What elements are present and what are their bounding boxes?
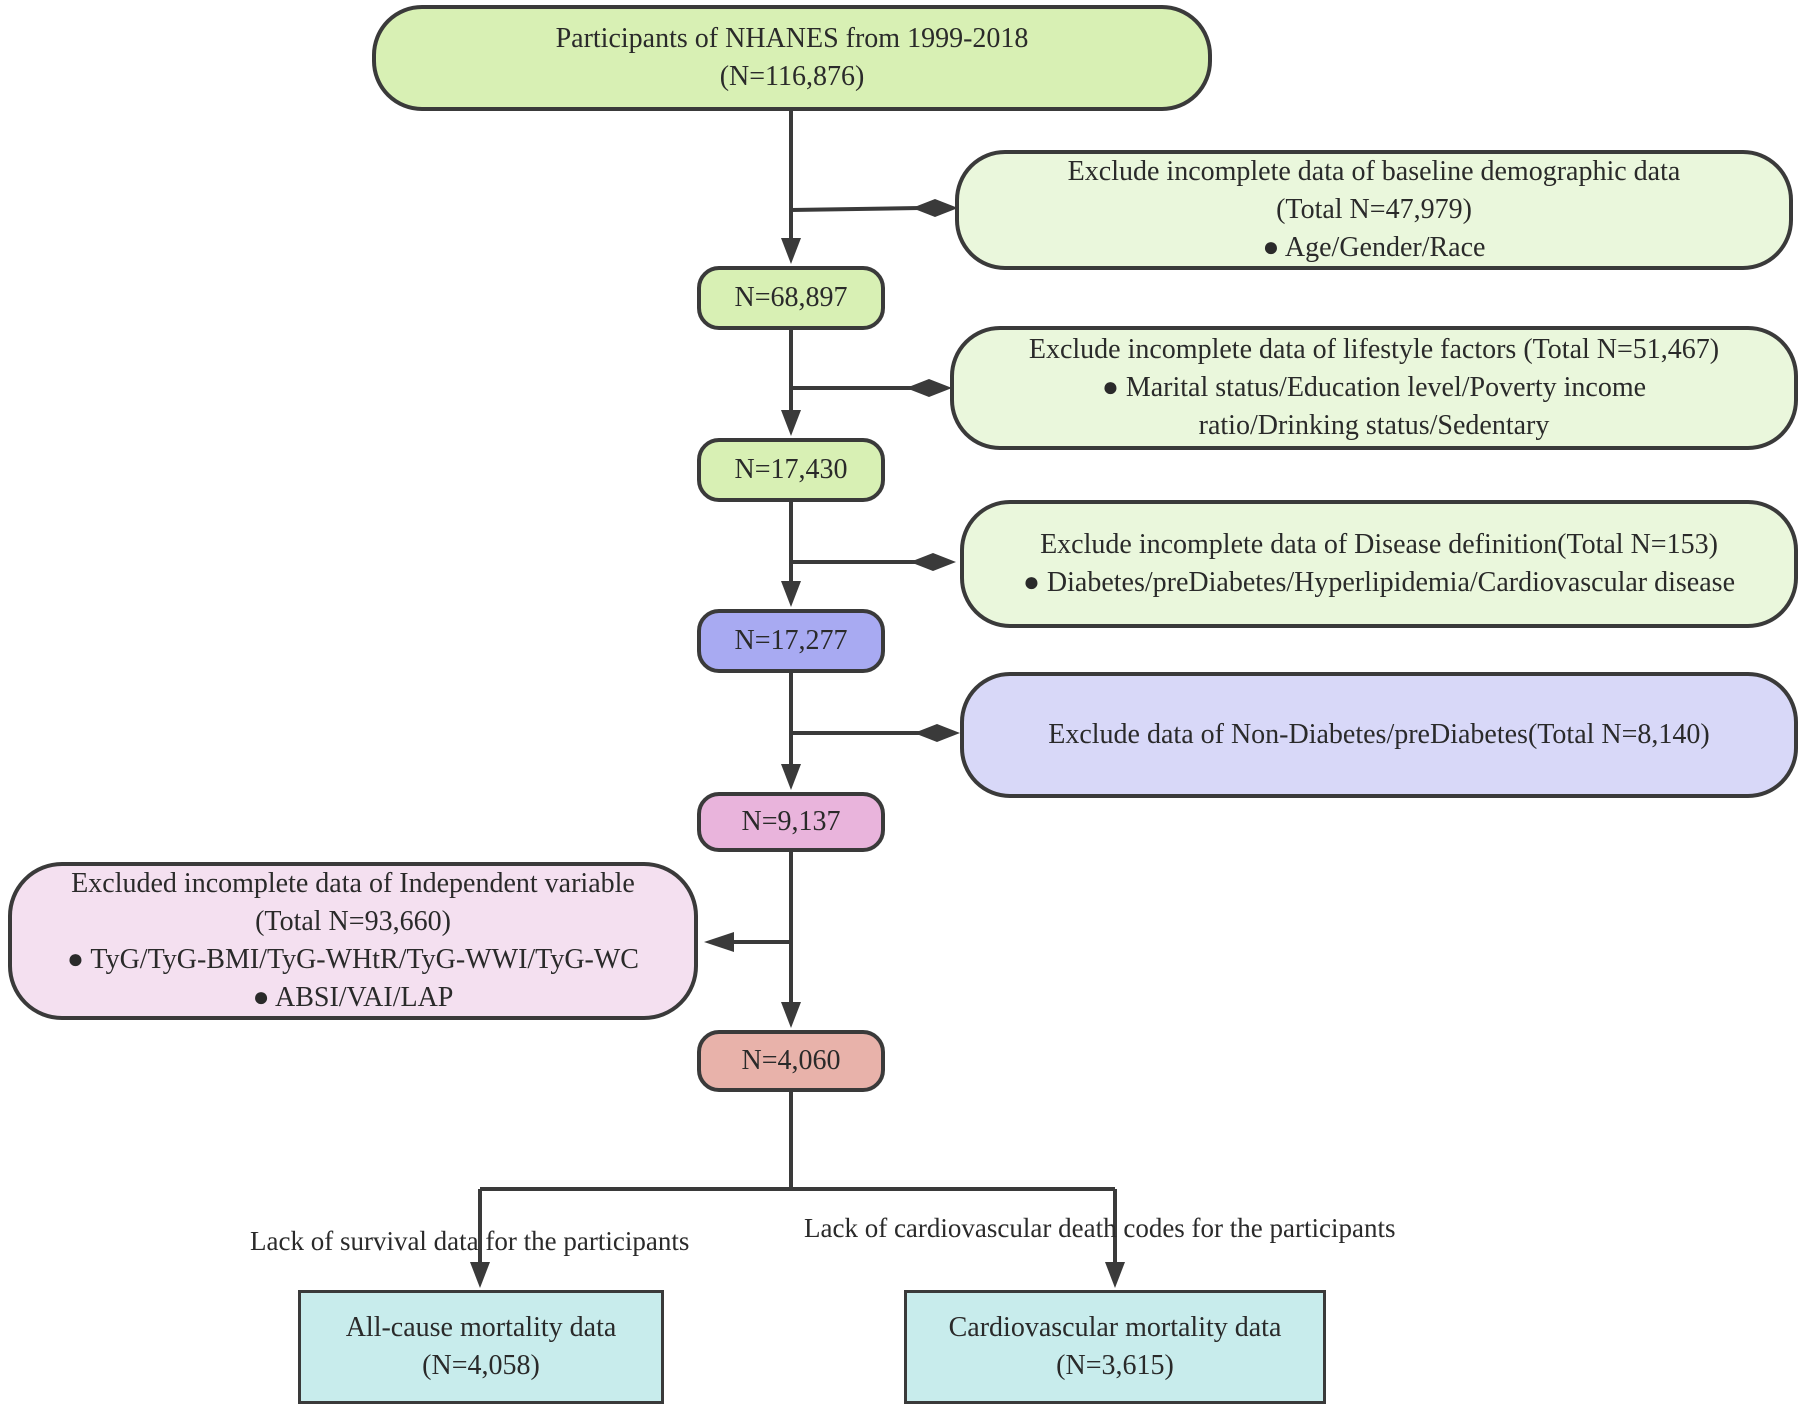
exclusion-demographic-total: (Total N=47,979) [1276,194,1472,225]
exclusion-independent-bullet-1: ● TyG/TyG-BMI/TyG-WHtR/TyG-WWI/TyG-WC [67,944,639,975]
exclusion-demographic-box: Exclude incomplete data of baseline demo… [955,150,1793,270]
diamond-nondiabetes [914,724,960,742]
outcome-cardio-title: Cardiovascular mortality data [948,1312,1282,1343]
diamond-disease [910,553,956,571]
exclusion-independent-title: Excluded incomplete data of Independent … [71,868,635,899]
exclusion-nondiabetes-title: Exclude data of Non-Diabetes/preDiabetes… [1048,719,1710,750]
diamond-lifestyle [906,379,952,397]
exclusion-independent-box: Excluded incomplete data of Independent … [8,862,698,1020]
exclusion-demographic-bullet: ● Age/Gender/Race [1262,232,1486,263]
exclusion-lifestyle-bullet: ● Marital status/Education level/Poverty… [1101,372,1647,403]
count-node-2-label: N=17,430 [734,454,848,485]
outcome-allcause-count: (N=4,058) [422,1350,540,1381]
exclusion-independent-total: (Total N=93,660) [255,906,451,937]
arrow-to-n5 [781,1002,801,1028]
count-node-4-label: N=9,137 [741,806,841,837]
count-node-3-label: N=17,277 [734,625,848,656]
exclusion-lifestyle-box: Exclude incomplete data of lifestyle fac… [950,326,1798,450]
branch-demographic [790,206,921,212]
exclusion-disease-box: Exclude incomplete data of Disease defin… [960,500,1798,628]
count-node-1: N=68,897 [697,266,885,330]
edge-label-survival: Lack of survival data for the participan… [250,1226,690,1256]
diamond-demographic [912,199,958,217]
start-title: Participants of NHANES from 1999-2018 [555,23,1029,54]
arrow-to-n4 [781,764,801,790]
start-count: (N=116,876) [719,61,865,92]
exclusion-disease-title: Exclude incomplete data of Disease defin… [1040,529,1718,560]
count-node-5: N=4,060 [697,1030,885,1092]
exclusion-nondiabetes-box: Exclude data of Non-Diabetes/preDiabetes… [960,672,1798,798]
exclusion-independent-bullet-2: ● ABSI/VAI/LAP [252,982,454,1013]
exclusion-disease-bullet: ● Diabetes/preDiabetes/Hyperlipidemia/Ca… [1023,567,1735,598]
start-node: Participants of NHANES from 1999-2018 (N… [372,5,1212,111]
exclusion-demographic-title: Exclude incomplete data of baseline demo… [1067,156,1681,187]
edge-label-cardiovascular: Lack of cardiovascular death codes for t… [804,1213,1396,1243]
count-node-1-label: N=68,897 [734,282,848,313]
count-node-3: N=17,277 [697,609,885,673]
outcome-allcause-box: All-cause mortality data (N=4,058) [298,1290,664,1404]
arrow-to-cardio [1105,1262,1125,1288]
arrow-to-independent [704,932,734,952]
arrow-to-allcause [470,1262,490,1288]
outcome-cardio-count: (N=3,615) [1056,1350,1174,1381]
exclusion-lifestyle-bullet-cont: ratio/Drinking status/Sedentary [1198,410,1550,441]
count-node-4: N=9,137 [697,792,885,852]
arrow-to-n1 [781,238,801,264]
outcome-cardio-box: Cardiovascular mortality data (N=3,615) [904,1290,1326,1404]
exclusion-lifestyle-title: Exclude incomplete data of lifestyle fac… [1028,334,1720,365]
count-node-2: N=17,430 [697,438,885,502]
outcome-allcause-title: All-cause mortality data [345,1312,617,1343]
count-node-5-label: N=4,060 [741,1045,841,1076]
arrow-to-n3 [781,581,801,607]
arrow-to-n2 [781,410,801,436]
